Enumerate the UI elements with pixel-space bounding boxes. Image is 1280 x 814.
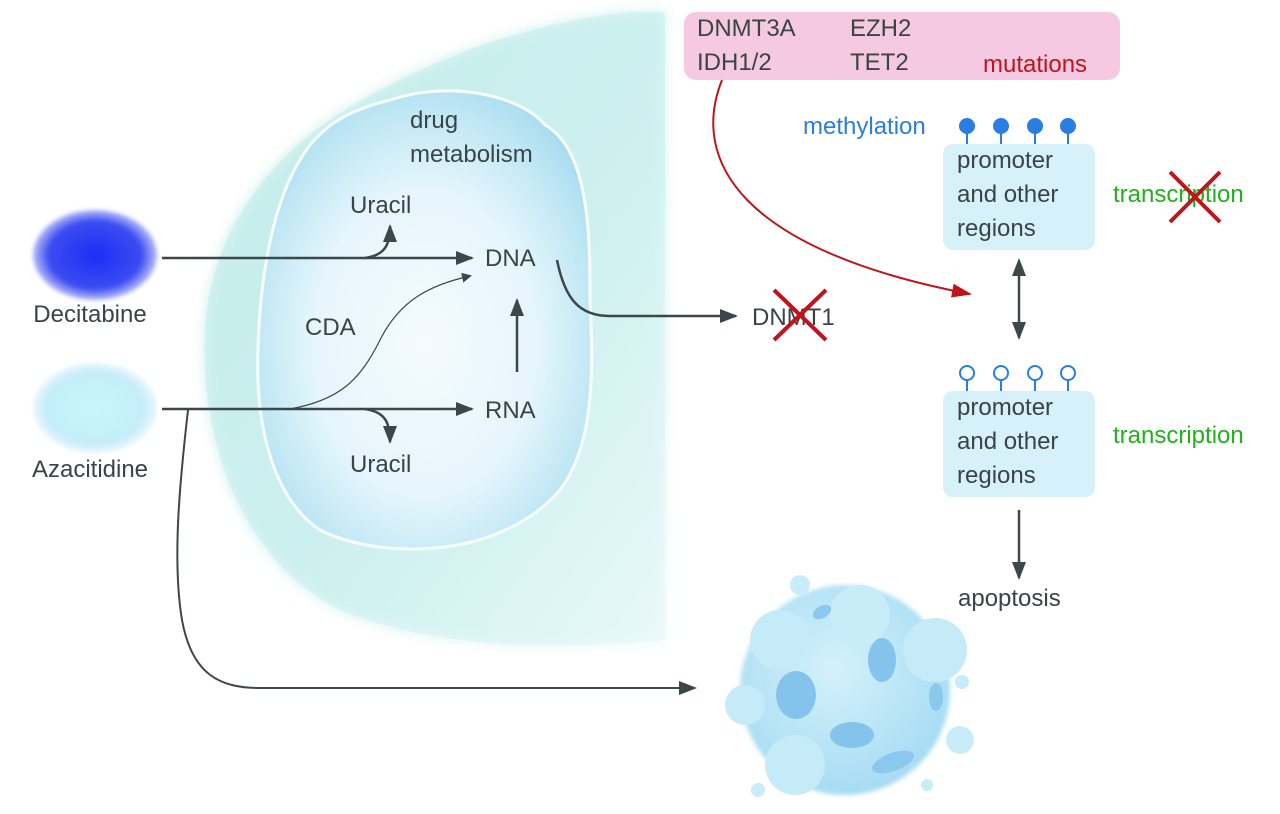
azacitidine-to-apoptotic-cell-arrow: [176, 409, 697, 695]
mutation-gene-ezh2: EZH2: [850, 15, 911, 42]
transcription-block-cross-icon: [1168, 170, 1222, 224]
unmethylation-markers: [959, 365, 1076, 392]
methylation-markers: [959, 118, 1076, 146]
azacitidine-label: Azacitidine: [32, 456, 148, 483]
azacitidine-to-dna-thin-arrow: [289, 272, 472, 410]
methylated-region-line3: regions: [957, 215, 1036, 242]
unmethylated-site-open-icon: [1027, 365, 1043, 381]
drug-metabolism-label-line2: metabolism: [410, 141, 533, 168]
methylated-region-line2: and other: [957, 181, 1058, 208]
dnmt1-inhibition-cross-icon: [772, 288, 828, 342]
mutation-gene-idh: IDH1/2: [697, 49, 772, 76]
mutation-gene-dnmt3a: DNMT3A: [697, 15, 796, 42]
mutations-box: DNMT3A EZH2 IDH1/2 TET2 mutations: [684, 12, 1120, 80]
methyl-group-filled-icon: [1060, 118, 1076, 134]
mutations-label: mutations: [983, 51, 1087, 78]
uracil-top-label: Uracil: [350, 192, 411, 219]
unmethylated-region-line1: promoter: [957, 394, 1053, 421]
unmethylated-region-line3: regions: [957, 462, 1036, 489]
transcription-blocked-label: transcription: [1113, 181, 1244, 208]
uracil-bottom-label: Uracil: [350, 451, 411, 478]
drug-metabolism-label-line1: drug: [410, 107, 458, 134]
methyl-group-filled-icon: [959, 118, 975, 134]
unmethylated-region-box: promoter and other regions: [943, 391, 1095, 497]
rna-label: RNA: [485, 397, 536, 424]
unmethylated-site-open-icon: [959, 365, 975, 381]
cda-label: CDA: [305, 314, 356, 341]
methylated-region-line1: promoter: [957, 147, 1053, 174]
methyl-group-filled-icon: [1027, 118, 1043, 134]
apoptotic-cell-icon: [725, 575, 974, 797]
uracil-bottom-branch-arrow: [364, 407, 397, 444]
azacitidine-drug-icon: [33, 363, 157, 453]
unmethylated-site-open-icon: [1060, 365, 1076, 381]
apoptosis-label: apoptosis: [958, 585, 1061, 612]
dna-label: DNA: [485, 245, 536, 272]
decitabine-label: Decitabine: [33, 301, 146, 328]
methylation-label: methylation: [803, 113, 926, 140]
methylated-region-box: promoter and other regions: [943, 144, 1095, 250]
uracil-top-branch-arrow: [364, 224, 397, 260]
transcription-active-label: transcription: [1113, 422, 1244, 449]
methyl-group-filled-icon: [993, 118, 1009, 134]
unmethylated-region-line2: and other: [957, 428, 1058, 455]
mutation-gene-tet2: TET2: [850, 49, 909, 76]
decitabine-drug-icon: [33, 210, 157, 300]
mutations-effect-arrow: [712, 79, 972, 298]
nucleus: [256, 89, 594, 551]
dna-to-dnmt1-arrow: [555, 259, 738, 323]
unmethylated-site-open-icon: [993, 365, 1009, 381]
